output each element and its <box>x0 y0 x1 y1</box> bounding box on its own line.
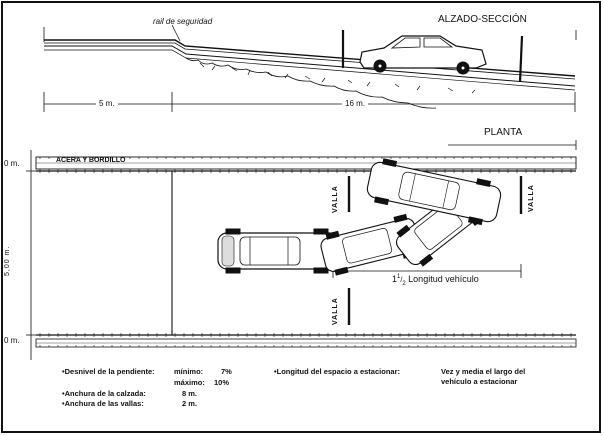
ground-hatching <box>185 57 437 109</box>
dim-right-label: 16 m. <box>342 99 369 108</box>
road-slope <box>44 45 576 87</box>
guardrail <box>44 39 576 77</box>
elevation-title: ALZADO-SECCIÓN <box>438 14 527 25</box>
parked-car-rear <box>217 228 339 274</box>
plan-view <box>26 140 577 360</box>
space-length-value-2: vehículo a estacionar <box>441 377 518 386</box>
length-dim-label: 11/2 Longitud vehículo <box>392 274 479 287</box>
fence-label-1: VALLA <box>332 185 339 213</box>
level-top-label: 0 m. <box>4 159 20 168</box>
elevation-section <box>43 24 577 112</box>
guardrail-label: rail de seguridad <box>153 17 213 26</box>
road-width-label: •Anchura de la calzada: <box>62 389 146 398</box>
space-length-value-1: Vez y media el largo del <box>441 367 526 376</box>
fence-label-3: VALLA <box>332 297 339 325</box>
sidewalk-label: ACERA Y BORDILLO <box>56 157 126 164</box>
dashed-markings <box>39 157 572 347</box>
slope-label: •Desnivel de la pendiente: <box>62 367 155 376</box>
maneuver-car-3 <box>366 158 502 226</box>
fence-width-label: •Anchura de las vallas: <box>62 399 144 408</box>
fence-label-2: VALLA <box>528 184 535 212</box>
road-width-value: 8 m. <box>182 389 198 398</box>
slope-max-value: 10% <box>214 378 230 387</box>
fence-width-value: 2 m. <box>182 399 198 408</box>
slope-min-label: mínimo: <box>174 367 204 376</box>
plan-title: PLANTA <box>484 127 523 138</box>
dim-left-label: 5 m. <box>96 99 118 108</box>
width-dim-label: 5,00 m. <box>4 245 11 276</box>
space-length-label: •Longitud del espacio a estacionar: <box>274 367 400 376</box>
elevation-car <box>359 35 487 75</box>
slope-max-label: máximo: <box>174 378 205 387</box>
level-bottom-label: 0 m. <box>4 336 20 345</box>
guardrail-post <box>518 35 524 83</box>
slope-min-value: 7% <box>221 367 232 376</box>
